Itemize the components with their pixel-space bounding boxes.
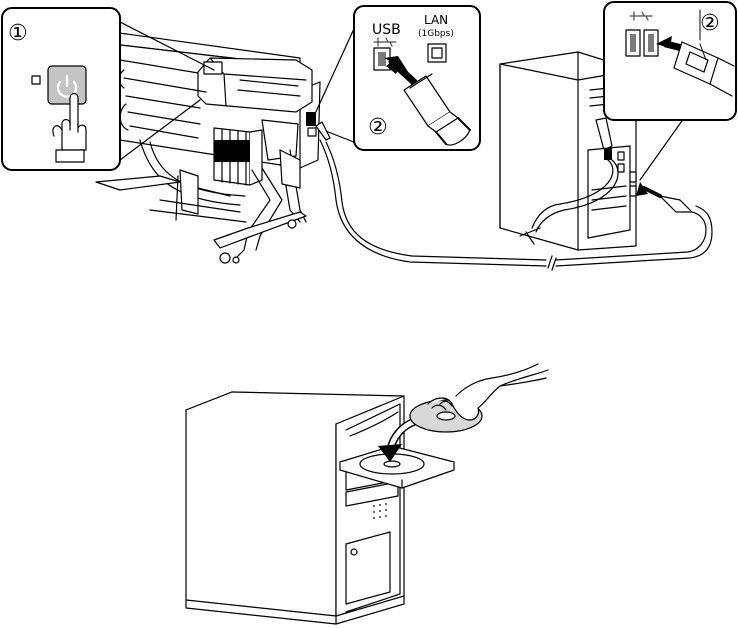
printer-usb-callout: USB LAN (1Gbps) ②	[314, 6, 480, 150]
lan-port-sub-label: (1Gbps)	[418, 29, 454, 39]
step-marker-power: ①	[8, 21, 28, 46]
power-indicator-light	[32, 76, 40, 84]
lan-port-label: LAN	[424, 13, 448, 27]
usb-port-label: USB	[372, 22, 401, 38]
step-marker-computer-cable: ②	[700, 11, 720, 36]
step-marker-printer-cable: ②	[368, 115, 388, 140]
computer-usb-plug	[636, 182, 692, 212]
computer-tower-bottom	[186, 392, 404, 624]
hand-with-disc-icon	[410, 364, 548, 432]
lan-port-icon	[428, 44, 446, 62]
